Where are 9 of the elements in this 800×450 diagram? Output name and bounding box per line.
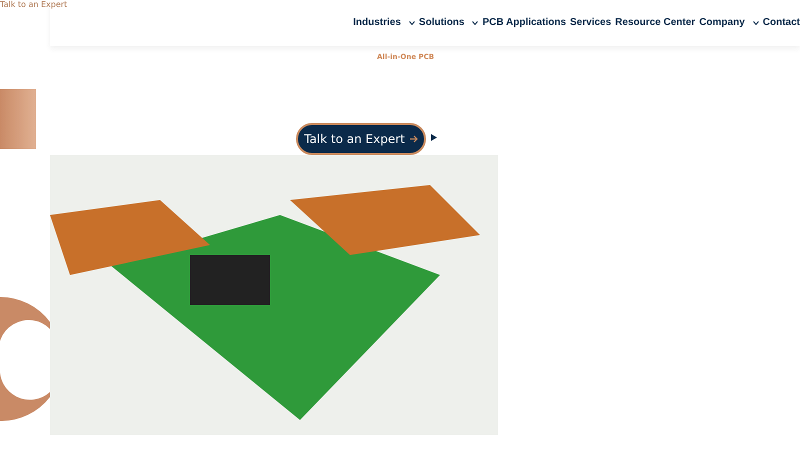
nav-link: PCB Applications bbox=[482, 17, 566, 28]
nav-link: Resource Center bbox=[615, 17, 696, 28]
nav-link: Solutions bbox=[418, 17, 464, 28]
nav-link: Contact bbox=[762, 17, 800, 28]
nav-link: Company bbox=[699, 17, 745, 28]
nav-link: Industries bbox=[353, 17, 401, 28]
skip-link: Talk to an Expert bbox=[0, 0, 68, 9]
nav-link: Services bbox=[570, 17, 612, 28]
cta-button: Talk to an Expert bbox=[296, 123, 426, 155]
